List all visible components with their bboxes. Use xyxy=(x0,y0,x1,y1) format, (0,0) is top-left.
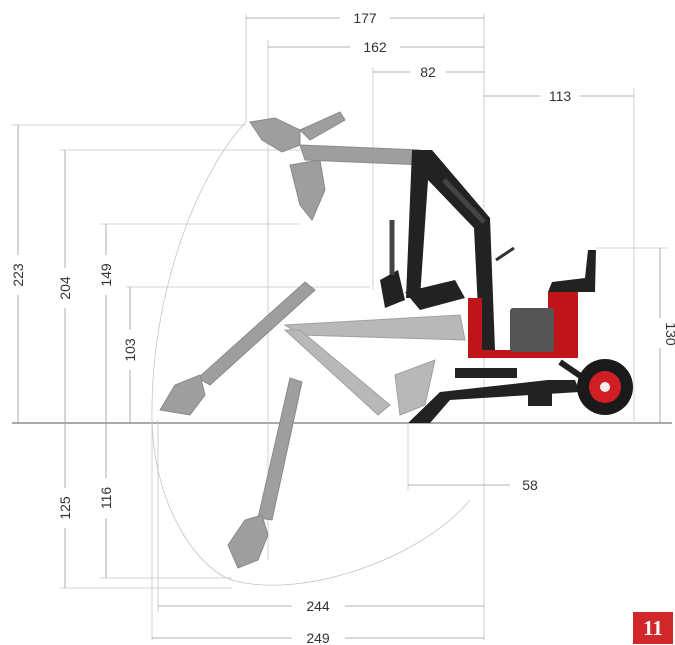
dimension-right-130: 130 xyxy=(659,248,675,423)
dimension-mid-58: 58 xyxy=(408,477,538,493)
page-number-badge: 11 xyxy=(633,612,673,644)
backhoe-boom xyxy=(380,150,515,350)
ghost-arm-bottom xyxy=(227,377,303,569)
dimension-label-82: 82 xyxy=(420,64,436,80)
dimension-label-113: 113 xyxy=(549,88,572,104)
dimension-top-162: 162 xyxy=(268,39,484,55)
dimension-bottom-244: 244 xyxy=(158,598,484,614)
ghost-arm-left xyxy=(159,281,316,416)
ghost-arm-top xyxy=(249,111,426,221)
dimension-label-103: 103 xyxy=(122,338,138,362)
dimension-label-223: 223 xyxy=(10,263,26,287)
dimension-left-125: 125 xyxy=(57,423,73,588)
dimension-label-244: 244 xyxy=(306,598,330,614)
ghost-arm-mid xyxy=(283,314,466,416)
dimension-label-125: 125 xyxy=(57,496,73,520)
dimension-label-116: 116 xyxy=(98,487,114,510)
dimension-right-113: 113 xyxy=(484,88,634,104)
dimension-bottom-249: 249 xyxy=(152,630,484,645)
dimension-left-149: 149 xyxy=(98,224,114,423)
dimension-left-103: 103 xyxy=(122,287,138,423)
dimension-label-130: 130 xyxy=(663,322,675,346)
dimension-left-223: 223 xyxy=(10,125,26,423)
dimension-label-162: 162 xyxy=(363,39,387,55)
wheel xyxy=(577,359,633,415)
dimension-left-204: 204 xyxy=(57,150,73,423)
dimension-label-149: 149 xyxy=(98,263,114,287)
dimension-label-204: 204 xyxy=(57,276,73,300)
dimension-top-82: 82 xyxy=(373,64,484,80)
dimension-label-249: 249 xyxy=(306,630,330,645)
dimension-left-116: 116 xyxy=(98,423,114,578)
dimension-label-177: 177 xyxy=(353,10,377,26)
dimension-label-58: 58 xyxy=(522,477,538,493)
dimension-top-177: 177 xyxy=(246,10,484,26)
